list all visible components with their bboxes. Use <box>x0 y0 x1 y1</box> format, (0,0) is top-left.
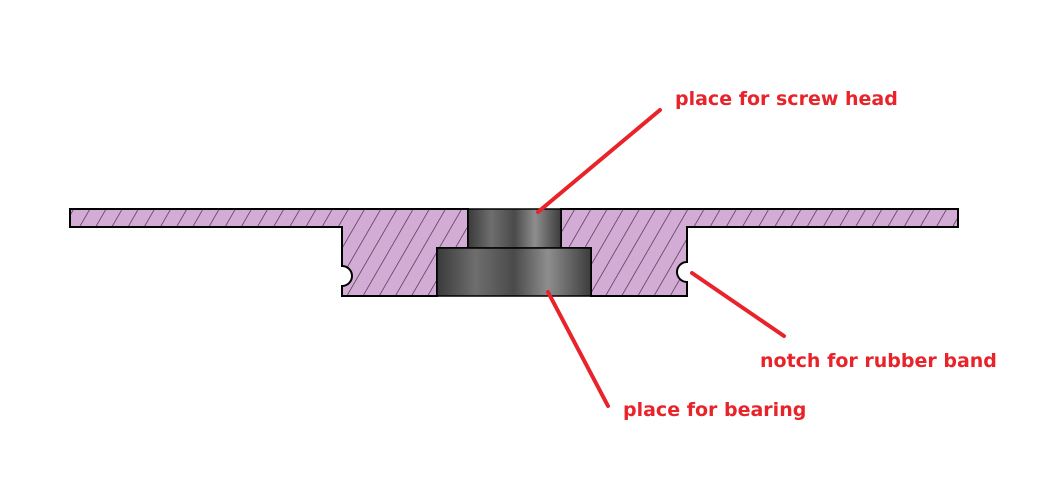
screw-head-label: place for screw head <box>675 88 898 110</box>
left-section <box>69 208 469 297</box>
bearing-leader-line <box>546 290 610 408</box>
screw-head-bore <box>467 208 562 249</box>
bearing-bore <box>436 247 592 297</box>
bearing-label: place for bearing <box>623 399 806 421</box>
rubber-band-label: notch for rubber band <box>760 350 997 372</box>
screw-head-leader-line <box>536 108 662 214</box>
rubber-band-leader-line <box>690 271 786 338</box>
right-section <box>560 208 959 297</box>
